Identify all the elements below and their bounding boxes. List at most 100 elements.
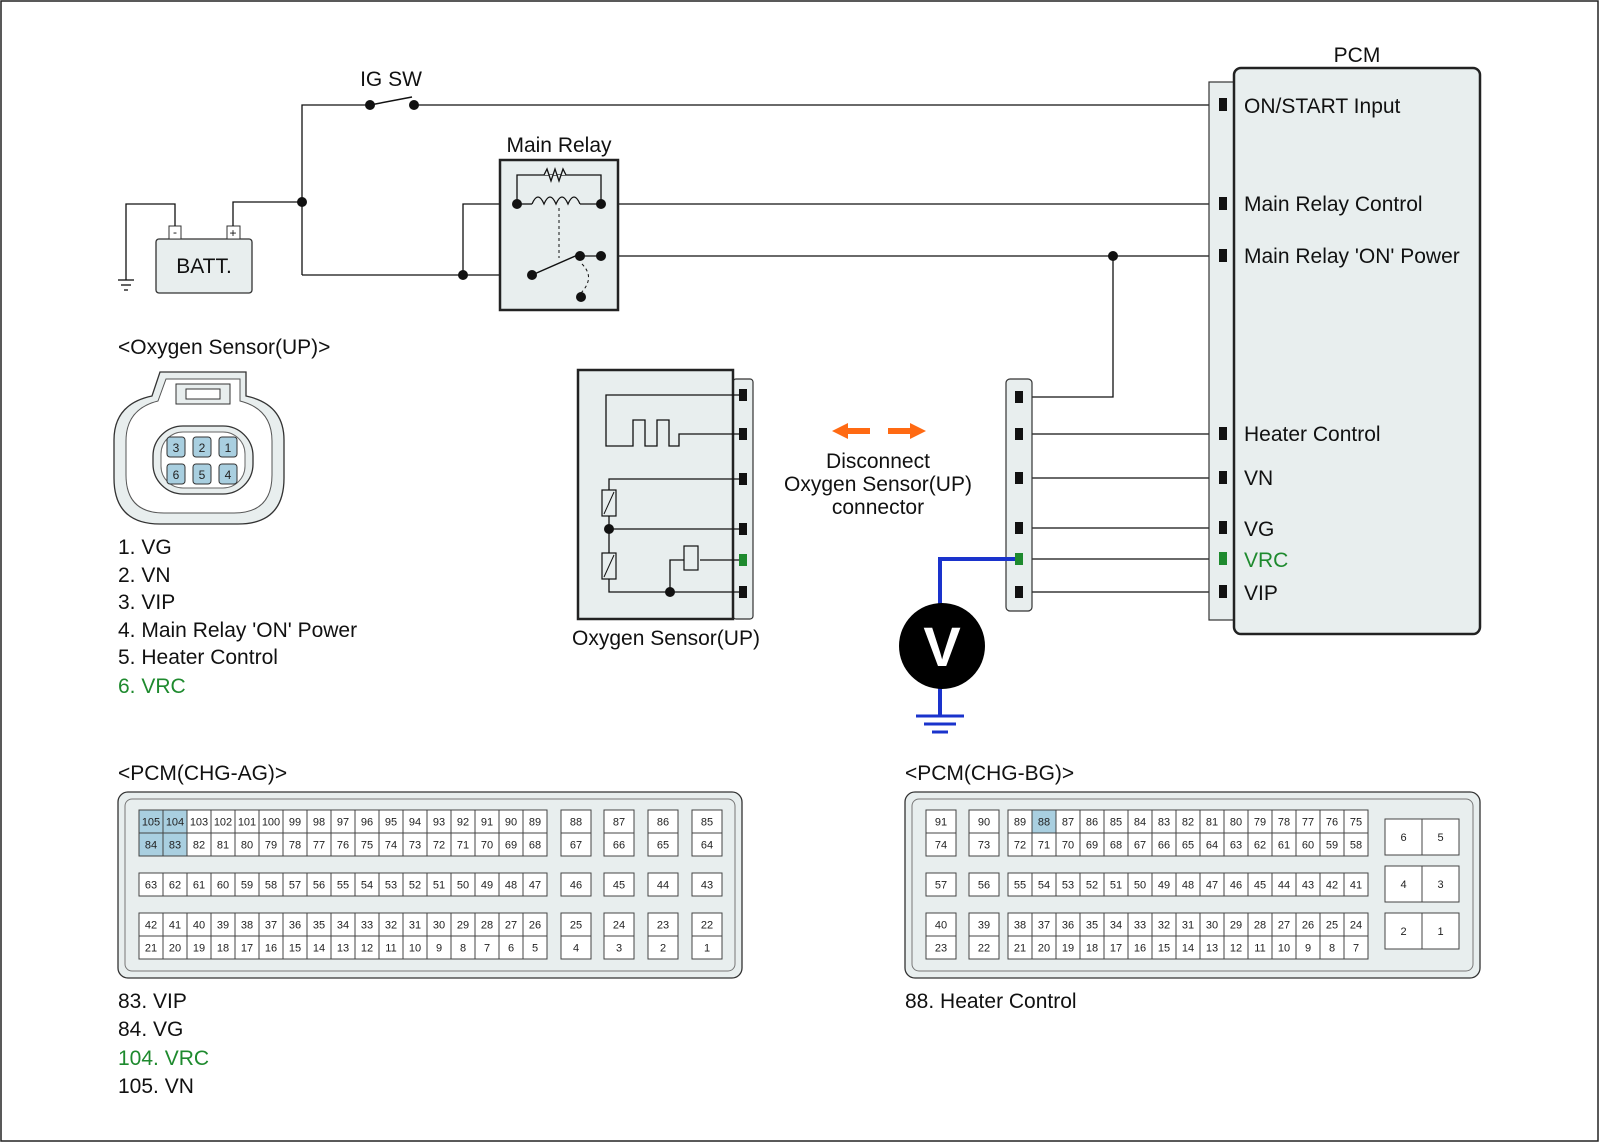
pin-number: 67 — [570, 840, 582, 852]
pin-number: 28 — [481, 920, 493, 932]
pin-number: 80 — [241, 840, 253, 852]
battery-plus-label: + — [229, 226, 236, 240]
pin-number: 36 — [289, 920, 301, 932]
pin-number: 31 — [409, 920, 421, 932]
pin-number: 4 — [573, 943, 579, 955]
pin-cell — [1421, 865, 1460, 903]
pin-number: 30 — [1206, 920, 1218, 932]
pin-number: 76 — [337, 840, 349, 852]
pin-number: 68 — [1110, 840, 1122, 852]
battery-label: BATT. — [176, 255, 232, 278]
o2-pin-label: 3 — [173, 441, 180, 455]
pcm-ag-legend-item: 105. VN — [118, 1075, 194, 1098]
pin-number: 19 — [193, 943, 205, 955]
o2-legend-item: 1. VG — [118, 536, 172, 559]
pin-number: 10 — [1278, 943, 1290, 955]
pin-number: 86 — [1086, 817, 1098, 829]
pin-number: 13 — [1206, 943, 1218, 955]
o2-pin-label: 1 — [225, 441, 232, 455]
pin-number: 30 — [433, 920, 445, 932]
pin-number: 50 — [457, 880, 469, 892]
pin-number: 92 — [457, 817, 469, 829]
pin-block-outline — [1007, 872, 1369, 897]
instruction-line-2: Oxygen Sensor(UP) — [784, 473, 972, 496]
pin-number: 41 — [1350, 880, 1362, 892]
pcm-ag-legend-item: 104. VRC — [118, 1047, 209, 1070]
pin-number: 3 — [1437, 879, 1443, 891]
pin-cell — [925, 872, 957, 897]
pcm-bg-legend: 88. Heater Control — [905, 990, 1077, 1013]
pin-number: 23 — [935, 943, 947, 955]
pin-number: 79 — [265, 840, 277, 852]
pcm-ag-legend: 83. VIP 84. VG 104. VRC 105. VN — [118, 990, 209, 1098]
o2-pin-label: 5 — [199, 468, 206, 482]
pin-number: 73 — [409, 840, 421, 852]
pin-number: 75 — [361, 840, 373, 852]
pin-cell — [647, 872, 679, 897]
pin-number: 16 — [1134, 943, 1146, 955]
pin-number: 69 — [1086, 840, 1098, 852]
pin-number: 51 — [1110, 880, 1122, 892]
pin-cell — [647, 935, 679, 960]
pin-number: 22 — [701, 920, 713, 932]
pin-number: 38 — [1014, 920, 1026, 932]
pin-number: 56 — [313, 880, 325, 892]
voltmeter: V — [899, 557, 1015, 734]
pin-number: 6 — [1400, 832, 1406, 844]
pin-number: 65 — [657, 840, 669, 852]
o2-legend-item: 5. Heater Control — [118, 646, 278, 669]
pin-number: 22 — [978, 943, 990, 955]
pin-cell — [1384, 818, 1423, 856]
pin-number: 71 — [457, 840, 469, 852]
pin-number: 95 — [385, 817, 397, 829]
pin-number: 81 — [217, 840, 229, 852]
pin-cell — [560, 832, 592, 857]
pin-number: 33 — [1134, 920, 1146, 932]
pin-number: 35 — [313, 920, 325, 932]
pin-cell — [968, 832, 1000, 857]
pin-number: 90 — [978, 817, 990, 829]
pin-number: 48 — [1182, 880, 1194, 892]
pin-number: 11 — [1254, 943, 1265, 955]
pin-number: 76 — [1326, 817, 1338, 829]
pin-number: 85 — [1110, 817, 1122, 829]
o2-legend-item: 6. VRC — [118, 675, 186, 698]
pin-number: 84 — [1134, 817, 1146, 829]
pin-number: 36 — [1062, 920, 1074, 932]
pin-number: 12 — [361, 943, 373, 955]
pin-number: 86 — [657, 817, 669, 829]
pin-number: 82 — [193, 840, 205, 852]
pin-number: 89 — [1014, 817, 1026, 829]
pin-number: 26 — [529, 920, 541, 932]
pin-number: 5 — [1437, 832, 1443, 844]
pin-number: 100 — [262, 817, 280, 829]
pin-number: 73 — [978, 840, 990, 852]
arrow-right-icon — [888, 423, 926, 439]
pin-number: 43 — [701, 880, 713, 892]
pin-number: 84 — [145, 840, 157, 852]
o2-pin-label: 2 — [199, 441, 206, 455]
pin-number: 77 — [1302, 817, 1314, 829]
pin-number: 104 — [166, 817, 184, 829]
pin-number: 75 — [1350, 817, 1362, 829]
pin-number: 1 — [1437, 926, 1443, 938]
pin-number: 19 — [1062, 943, 1074, 955]
pin-cell — [560, 872, 592, 897]
pin-number: 54 — [361, 880, 373, 892]
pin-number: 56 — [978, 880, 990, 892]
pin-number: 80 — [1230, 817, 1242, 829]
pin-number: 55 — [1014, 880, 1026, 892]
pin-number: 20 — [1038, 943, 1050, 955]
pin-number: 2 — [1400, 926, 1406, 938]
pin-number: 74 — [385, 840, 397, 852]
instruction-line-1: Disconnect — [826, 450, 930, 473]
pcm-ag-legend-item: 84. VG — [118, 1018, 183, 1041]
pin-number: 62 — [169, 880, 181, 892]
pin-number: 25 — [1326, 920, 1338, 932]
pin-number: 69 — [505, 840, 517, 852]
pin-cell — [968, 872, 1000, 897]
pin-number: 101 — [238, 817, 256, 829]
o2-legend-item: 2. VN — [118, 564, 171, 587]
pin-number: 62 — [1254, 840, 1266, 852]
pin-number: 70 — [1062, 840, 1074, 852]
